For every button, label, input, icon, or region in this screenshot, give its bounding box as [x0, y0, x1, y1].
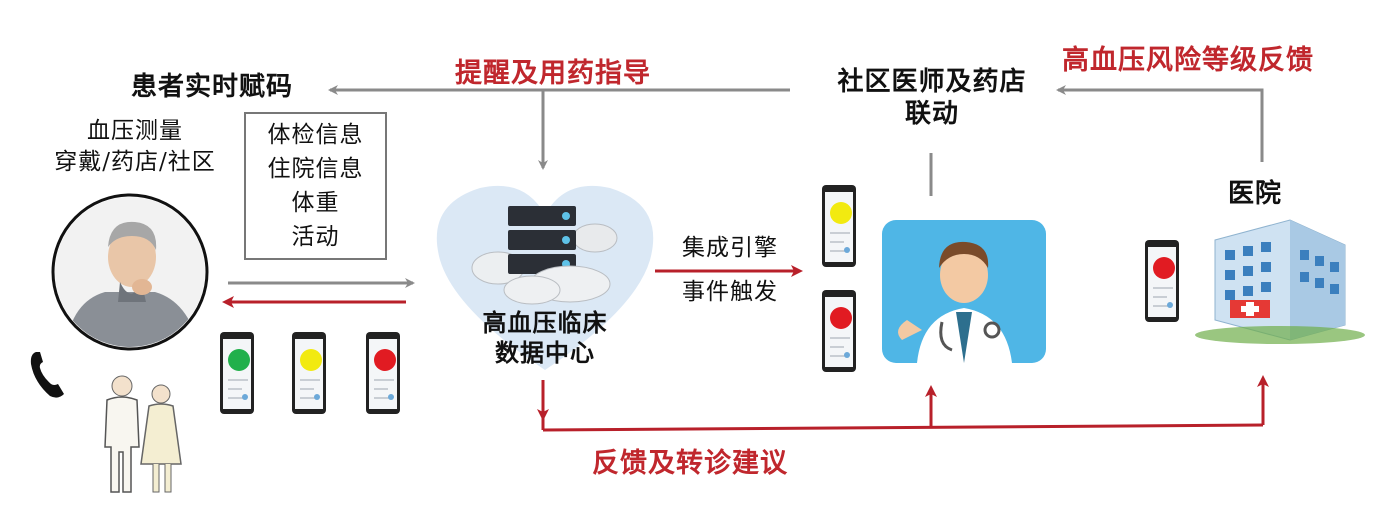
phone-hospital-red: [1145, 240, 1179, 322]
engine-label: 集成引擎 事件触发: [682, 235, 778, 305]
health-code-dot: [1153, 257, 1175, 279]
info-box: 体检信息 住院信息 体重 活动: [244, 112, 387, 260]
health-code-dot: [830, 202, 852, 224]
patient-code-label: 患者实时赋码: [131, 72, 294, 102]
health-code-dot: [228, 349, 250, 371]
doctor-icon: [882, 220, 1046, 363]
phone-red-code: [366, 332, 400, 414]
data-center-label: 高血压临床 数据中心: [482, 308, 608, 367]
elderly-couple-icon: [104, 375, 182, 493]
info-item: 体检信息: [267, 122, 364, 148]
cloud-server-icon: [471, 206, 618, 305]
bp-measure-label: 血压测量 穿戴/药店/社区: [54, 118, 216, 175]
elderly-patient-icon: [51, 193, 209, 351]
health-code-dot: [830, 307, 852, 329]
hospital-building-icon: [1195, 219, 1365, 344]
info-item: 体重: [291, 190, 340, 216]
phone-community-yellow: [822, 185, 856, 267]
risk-feedback-label: 高血压风险等级反馈: [1062, 45, 1314, 76]
arrow-hospital-to-community: [1056, 85, 1264, 162]
phone-community-red: [822, 290, 856, 372]
health-code-dot: [300, 349, 322, 371]
info-item: 住院信息: [267, 156, 364, 182]
feedback-loop-line: [542, 423, 1264, 432]
referral-label: 反馈及转诊建议: [592, 448, 788, 479]
reminder-label: 提醒及用药指导: [455, 58, 651, 89]
hospital-label: 医院: [1228, 179, 1283, 209]
community-label: 社区医师及药店 联动: [837, 67, 1027, 129]
phone-handset-icon: [30, 352, 64, 398]
phone-green-code: [220, 332, 254, 414]
health-code-dot: [374, 349, 396, 371]
phone-yellow-code: [292, 332, 326, 414]
info-item: 活动: [291, 224, 340, 250]
